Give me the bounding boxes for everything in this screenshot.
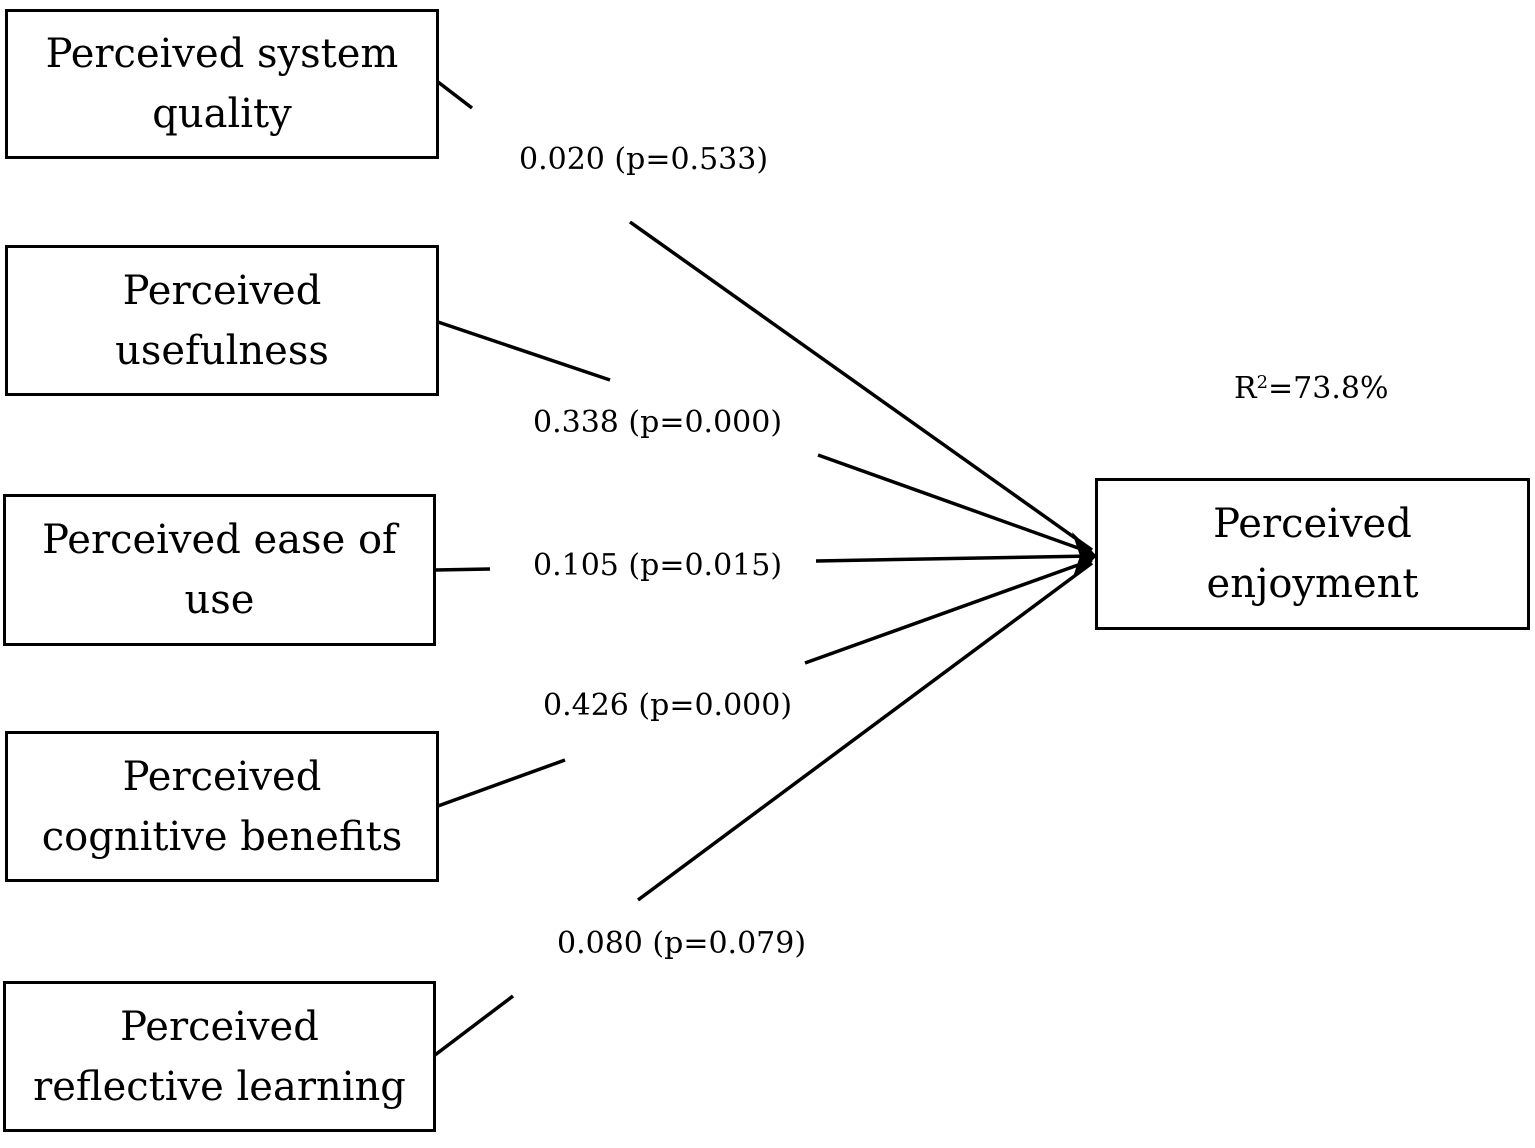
coefficient-label-cognitive-benefits: 0.426 (p=0.000) [543,688,793,723]
outcome-box-enjoyment: Perceived enjoyment [1095,478,1530,630]
path-segment [636,561,1094,902]
path-system-quality [436,80,1094,552]
path-segment [815,554,1093,563]
path-segment [628,220,1094,552]
path-segment [804,558,1093,665]
path-segment [817,453,1093,555]
coefficient-label-reflective-learning: 0.080 (p=0.079) [557,926,807,961]
path-segment [434,567,491,572]
predictor-box-ease-of-use: Perceived ease of use [3,494,436,646]
path-cognitive-benefits [437,558,1093,808]
coefficient-label-usefulness: 0.338 (p=0.000) [533,405,783,440]
outcome-label: Perceived enjoyment [1206,501,1419,607]
path-ease-of-use [434,554,1093,572]
r-squared-value: =73.8% [1268,371,1389,406]
predictor-box-reflective-learning: Perceived reflective learning [3,981,436,1132]
path-segment [437,758,566,808]
r-squared-prefix: R [1234,371,1257,406]
predictor-box-system-quality: Perceived system quality [5,9,439,159]
path-reflective-learning [433,561,1094,1057]
r-squared-label: R2=73.8% [1234,371,1389,407]
path-segment [436,80,474,110]
arrowhead-icon [1072,532,1097,580]
predictor-label: Perceived ease of use [42,517,397,623]
coefficient-label-ease-of-use: 0.105 (p=0.015) [533,548,783,583]
predictor-box-usefulness: Perceived usefulness [5,245,439,396]
coefficient-label-system-quality: 0.020 (p=0.533) [519,142,769,177]
predictor-label: Perceived cognitive benefits [41,753,403,860]
path-segment [433,994,515,1057]
predictor-box-cognitive-benefits: Perceived cognitive benefits [5,731,439,882]
path-segment [437,320,611,382]
r-squared-superscript: 2 [1256,372,1269,393]
predictor-label: Perceived reflective learning [33,1003,406,1110]
predictor-label: Perceived usefulness [115,267,329,374]
path-usefulness [437,320,1093,555]
predictor-label: Perceived system quality [45,31,399,137]
